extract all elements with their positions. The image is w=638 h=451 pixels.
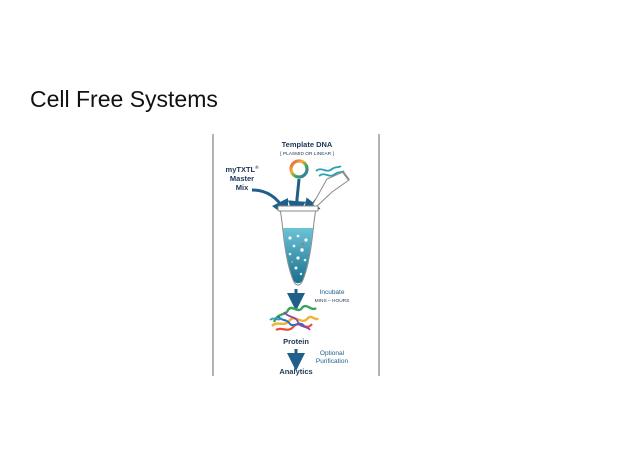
slide-title: Cell Free Systems <box>30 86 218 112</box>
template-dna-title: Template DNA <box>282 140 333 149</box>
tube-rim <box>277 205 319 212</box>
plasmid-arrow <box>287 178 306 219</box>
tube-cap-tab <box>342 171 350 181</box>
diagram-svg: Template DNA [ PLASMID OR LINEAR ] myTXT… <box>212 134 380 376</box>
master-mix-label-line2: Master <box>230 174 254 183</box>
protein-label: Protein <box>283 337 309 346</box>
optional-label: Optional <box>320 350 345 357</box>
template-dna-subtitle: [ PLASMID OR LINEAR ] <box>280 151 334 157</box>
reaction-particles <box>288 234 308 276</box>
analytics-label: Analytics <box>279 367 312 376</box>
tube-liquid <box>283 228 313 284</box>
master-mix-label-line1: myTXTL® <box>226 164 260 174</box>
purification-label: Purification <box>316 358 349 365</box>
linear-dna-icon <box>315 165 342 172</box>
tube-cap <box>312 171 350 209</box>
master-mix-label-line3: Mix <box>236 183 249 192</box>
protein-icon <box>269 304 320 331</box>
plasmid-icon <box>289 159 309 179</box>
incubate-duration: MINS – HOURS <box>315 298 350 304</box>
incubate-label: Incubate <box>320 289 345 296</box>
cell-free-diagram: Template DNA [ PLASMID OR LINEAR ] myTXT… <box>212 132 381 378</box>
